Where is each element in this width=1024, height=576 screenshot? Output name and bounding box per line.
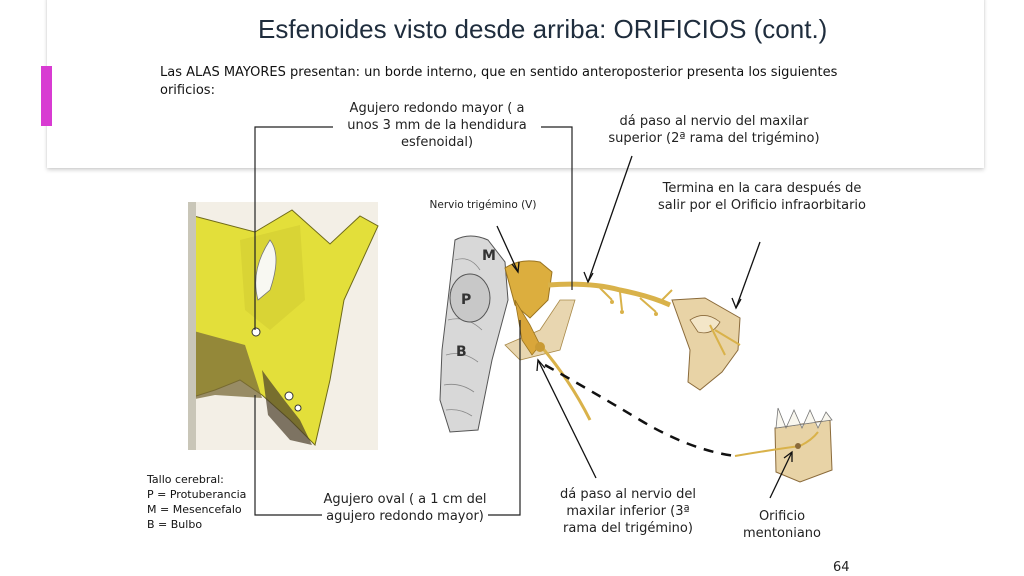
brainstem-legend: Tallo cerebral: P = Protuberancia M = Me… <box>147 472 246 532</box>
header-card <box>47 0 984 168</box>
pointer-arrows <box>496 155 793 499</box>
slide-title: Esfenoides visto desde arriba: ORIFICIOS… <box>258 14 828 44</box>
mandible-illustration <box>734 407 833 483</box>
bracket-redondo-left <box>254 126 333 330</box>
bracket-oval-right <box>488 320 521 516</box>
brainstem-illustration: M P B <box>439 235 509 433</box>
trigeminal-nerve-illustration <box>504 260 673 421</box>
legend-item: M = Mesencefalo <box>147 503 242 516</box>
bracket-redondo-right <box>541 126 573 290</box>
dashed-nerve-path <box>544 363 736 458</box>
label-agujero-redondo: Agujero redondo mayor ( a unos 3 mm de l… <box>347 101 527 150</box>
letter-p: P <box>461 292 471 308</box>
label-orificio-mentoniano: Orificio mentoniano <box>743 509 821 541</box>
letter-m: M <box>482 248 496 264</box>
legend-item: B = Bulbo <box>147 518 203 531</box>
label-agujero-oval: Agujero oval ( a 1 cm del agujero redond… <box>323 492 487 524</box>
label-maxilar-inferior: dá paso al nervio del maxilar inferior (… <box>560 487 696 536</box>
letter-b: B <box>456 344 467 360</box>
legend-item: P = Protuberancia <box>147 488 247 501</box>
slide-number: 64 <box>833 560 850 575</box>
legend-heading: Tallo cerebral: <box>147 473 224 486</box>
bracket-oval-left <box>254 395 322 516</box>
label-maxilar-superior: dá paso al nervio del maxilar superior (… <box>608 114 820 146</box>
label-termina-cara: Termina en la cara después de salir por … <box>658 181 866 213</box>
accent-bar <box>41 66 52 126</box>
sphenoid-illustration <box>188 202 379 450</box>
intro-text: Las ALAS MAYORES presentan: un borde int… <box>160 65 838 98</box>
label-nervio-trigemino: Nervio trigémino (V) <box>429 199 537 211</box>
infraorbital-illustration <box>671 297 741 391</box>
